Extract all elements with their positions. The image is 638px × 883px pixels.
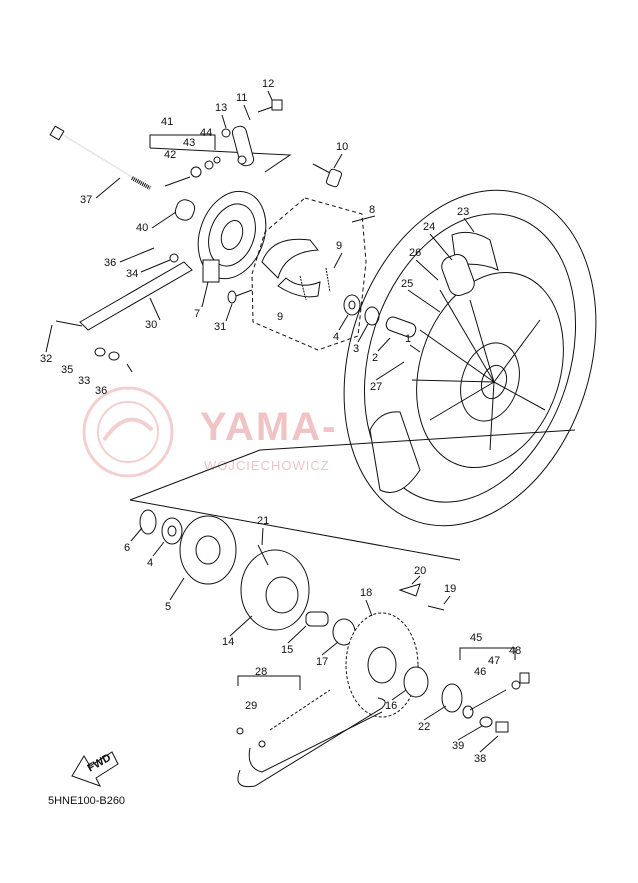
callout-37: 37 [80, 194, 92, 206]
lock-washer [398, 583, 421, 597]
axle [49, 125, 151, 190]
tension-bar [55, 253, 193, 373]
callout-3: 3 [353, 343, 359, 355]
callout-1: 1 [405, 333, 411, 345]
callout-39: 39 [452, 740, 464, 752]
callout-24: 24 [423, 221, 435, 233]
callout-48: 48 [509, 645, 521, 657]
watermark-logo [82, 386, 174, 478]
group-outline [129, 429, 576, 501]
callout-10: 10 [336, 141, 348, 153]
rear-wheel [343, 189, 597, 527]
callout-42: 42 [164, 149, 176, 161]
collar [174, 199, 196, 221]
callout-33: 33 [78, 375, 90, 387]
watermark-subtext: WOJCIECHOWICZ [204, 458, 330, 473]
callout-17: 17 [316, 656, 328, 668]
callout-14: 14 [222, 636, 234, 648]
callout-46: 46 [474, 666, 486, 678]
callout-31: 31 [214, 321, 226, 333]
hub-bearings [343, 294, 417, 338]
callout-44: 44 [200, 127, 212, 139]
callout-45: 45 [470, 632, 482, 644]
brake-arm-group [149, 99, 292, 187]
clutch-hub [240, 544, 310, 631]
callout-43: 43 [183, 137, 195, 149]
callout-9b: 9 [277, 311, 283, 323]
brake-shoe-box [251, 197, 367, 351]
hub-damper-group [139, 509, 237, 585]
callout-7: 7 [194, 308, 200, 320]
brake-shoe-plate [197, 190, 267, 283]
callout-28: 28 [255, 666, 267, 678]
callout-22: 22 [418, 721, 430, 733]
callout-4: 4 [333, 331, 339, 343]
callouts: 12 13 11 41 44 43 42 10 37 8 40 9 36 34 … [40, 78, 521, 765]
callout-4b: 4 [147, 557, 153, 569]
callout-13: 13 [215, 102, 227, 114]
leader-lines [45, 90, 499, 753]
callout-16: 16 [385, 700, 397, 712]
callout-25: 25 [401, 278, 413, 290]
watermark: YAMA- WOJCIECHOWICZ [82, 386, 337, 478]
callout-35: 35 [61, 364, 73, 376]
callout-11: 11 [236, 92, 247, 104]
callout-6: 6 [124, 542, 130, 554]
watermark-text: YAMA- [200, 405, 337, 449]
callout-9: 9 [336, 240, 342, 252]
brake-cam [312, 163, 343, 188]
chain-adjuster [441, 647, 530, 733]
callout-38: 38 [474, 753, 486, 765]
callout-20: 20 [414, 565, 426, 577]
callout-23: 23 [457, 206, 469, 218]
sprocket [345, 612, 419, 718]
callout-41: 41 [161, 116, 173, 128]
callout-18: 18 [360, 587, 372, 599]
callout-21: 21 [257, 515, 269, 527]
callout-30: 30 [145, 319, 157, 331]
callout-27: 27 [370, 381, 382, 393]
callout-36b: 36 [95, 385, 107, 397]
drive-chain [236, 675, 386, 788]
callout-15: 15 [281, 644, 293, 656]
callout-47: 47 [488, 655, 500, 667]
callout-2: 2 [372, 352, 378, 364]
callout-5: 5 [165, 601, 171, 613]
callout-26: 26 [409, 247, 421, 259]
oil-seal [403, 666, 429, 698]
callout-8: 8 [369, 204, 375, 216]
collar-15 [305, 611, 329, 627]
callout-12: 12 [262, 78, 274, 90]
callout-36: 36 [104, 257, 116, 269]
bolt-31 [227, 289, 253, 304]
callout-34: 34 [126, 268, 138, 280]
callout-19: 19 [444, 583, 456, 595]
diagram-code: 5HNE100-B260 [48, 795, 125, 807]
callout-32: 32 [40, 353, 52, 365]
callout-40: 40 [136, 222, 148, 234]
callout-29: 29 [245, 700, 257, 712]
fwd-arrow-icon: FWD [71, 751, 119, 787]
